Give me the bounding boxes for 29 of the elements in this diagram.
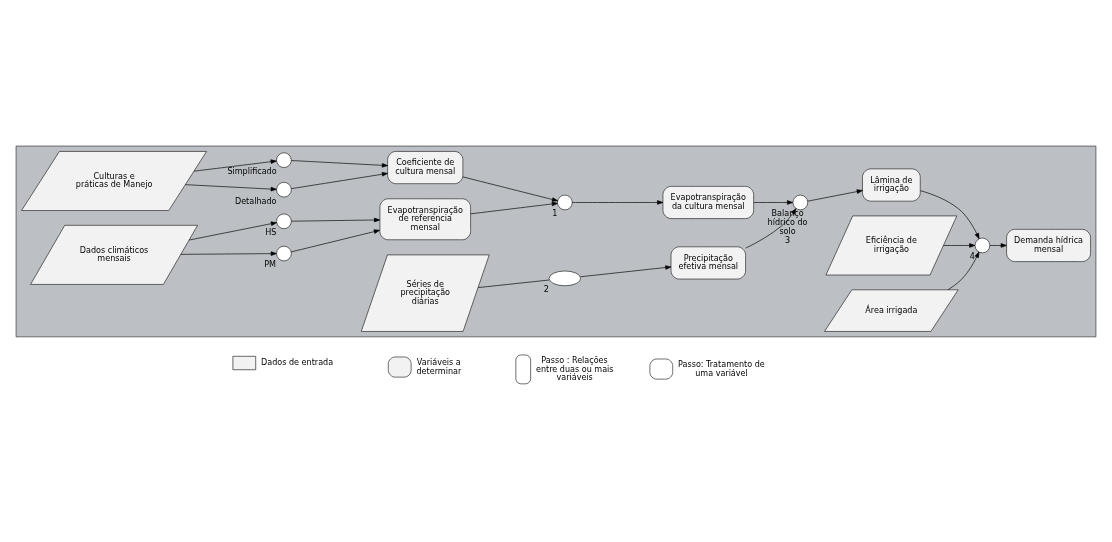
arrow: [290, 229, 380, 253]
node-circle: [276, 213, 292, 229]
arrow: [291, 217, 381, 223]
arrow: [185, 184, 277, 192]
cluster: [15, 145, 1097, 338]
node-circle: [557, 194, 573, 211]
connector: [477, 279, 550, 288]
arrow: [193, 159, 277, 172]
arrow: [753, 200, 794, 205]
arrow: [291, 172, 388, 189]
arrow: [462, 176, 558, 202]
node-circle: [276, 182, 292, 198]
arrow: [920, 190, 980, 240]
node-circle: [792, 194, 809, 211]
arrow: [807, 189, 863, 202]
arrow: [180, 251, 277, 256]
arrow: [188, 221, 277, 241]
arrow: [291, 160, 388, 168]
arrow: [572, 200, 664, 205]
arrow: [947, 251, 980, 291]
node-ellipse: [548, 270, 581, 287]
arrow: [989, 243, 1007, 248]
arrow: [745, 208, 797, 249]
arrow: [943, 243, 976, 248]
arrow: [580, 265, 672, 278]
node-circle: [276, 152, 292, 168]
node-circle: [974, 237, 991, 254]
node-circle: [276, 245, 292, 262]
arrow: [470, 201, 558, 215]
